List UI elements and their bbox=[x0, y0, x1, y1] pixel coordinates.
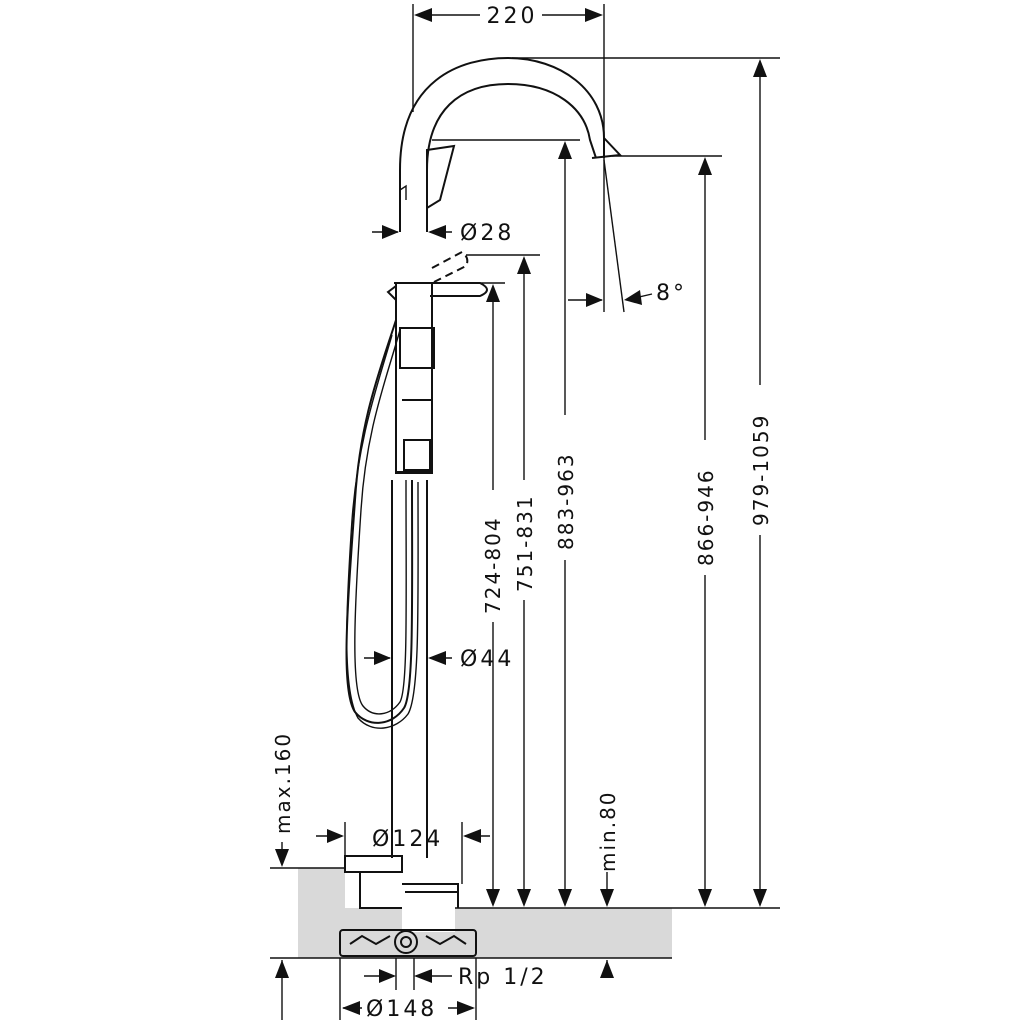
install-box bbox=[339, 929, 477, 1020]
hose bbox=[345, 319, 419, 729]
dim-220: 220 bbox=[412, 4, 605, 312]
dim-max-160: max.160 bbox=[271, 732, 295, 1020]
spout bbox=[399, 56, 623, 232]
dim-724-804-label: 724-804 bbox=[481, 516, 505, 614]
dim-dia-28: Ø28 bbox=[372, 221, 514, 246]
dim-979-1059-label: 979-1059 bbox=[749, 414, 773, 526]
dim-866-946-label: 866-946 bbox=[694, 468, 718, 566]
dim-dia-28-label: Ø28 bbox=[460, 221, 514, 246]
dim-220-label: 220 bbox=[487, 4, 538, 29]
dim-883-963: 883-963 bbox=[432, 139, 580, 907]
dim-751-831-label: 751-831 bbox=[513, 494, 537, 592]
dim-angle-8: 8° bbox=[568, 159, 687, 313]
dim-dia-148-label: Ø148 bbox=[366, 997, 437, 1022]
faucet-body bbox=[344, 250, 488, 909]
dim-min-80: min.80 bbox=[596, 790, 620, 978]
dim-dia-148: Ø148 bbox=[342, 997, 475, 1022]
floor-section bbox=[270, 867, 780, 959]
dim-866-946: 866-946 bbox=[612, 155, 722, 907]
dim-max-160-label: max.160 bbox=[271, 732, 295, 834]
dim-dia-124-label: Ø124 bbox=[372, 827, 443, 852]
dim-dia-44: Ø44 bbox=[364, 647, 514, 672]
dim-rp-half: Rp 1/2 bbox=[364, 958, 548, 990]
dim-751-831: 751-831 bbox=[466, 254, 540, 907]
dim-dia-44-label: Ø44 bbox=[460, 647, 514, 672]
dim-min-80-label: min.80 bbox=[596, 790, 620, 872]
dim-883-963-label: 883-963 bbox=[554, 452, 578, 550]
dim-724-804: 724-804 bbox=[480, 282, 505, 907]
dim-angle-label: 8° bbox=[656, 281, 687, 306]
dim-rp-label: Rp 1/2 bbox=[458, 965, 548, 990]
dim-dia-124: Ø124 bbox=[316, 822, 490, 884]
dim-979-1059: 979-1059 bbox=[512, 57, 780, 907]
